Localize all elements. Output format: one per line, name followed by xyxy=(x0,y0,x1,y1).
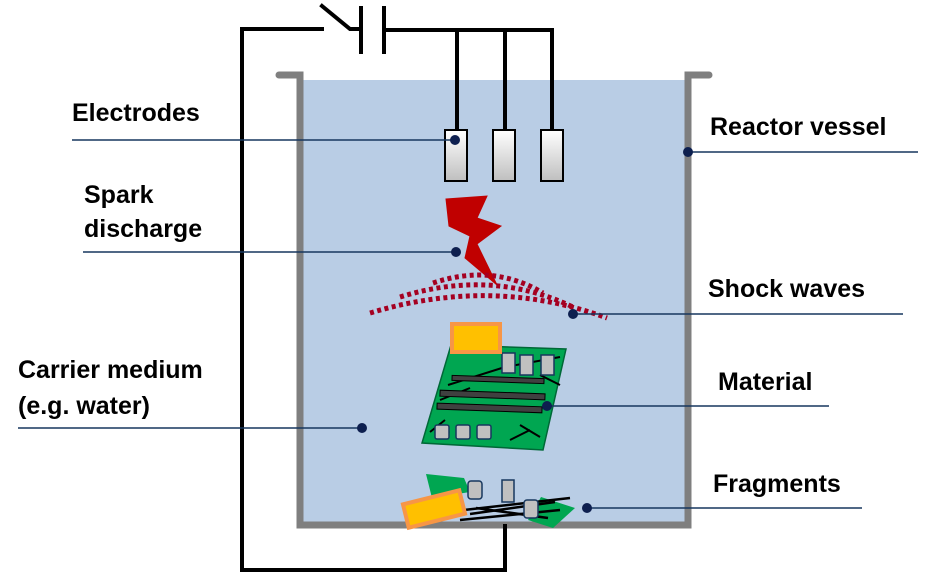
label-carrier-line2: (e.g. water) xyxy=(18,392,150,420)
label-reactor-vessel: Reactor vessel xyxy=(710,113,887,141)
circuit-wires xyxy=(240,3,554,572)
label-fragments: Fragments xyxy=(713,470,841,498)
fragments xyxy=(400,474,575,531)
shock-waves xyxy=(369,272,608,321)
chip xyxy=(450,322,502,354)
leader-lines xyxy=(18,139,918,509)
electrodes xyxy=(444,129,564,182)
label-spark-line1: Spark xyxy=(84,181,154,209)
label-electrodes: Electrodes xyxy=(72,99,200,127)
label-material: Material xyxy=(718,368,813,396)
material-circuit-board xyxy=(421,322,567,451)
reactor-vessel xyxy=(275,71,713,529)
label-carrier-line1: Carrier medium xyxy=(18,356,203,384)
electrode-right xyxy=(540,129,564,182)
spark-bolt-icon xyxy=(445,195,503,286)
label-shock-waves: Shock waves xyxy=(708,275,866,303)
electrode-left xyxy=(444,129,468,182)
label-spark-line2: discharge xyxy=(84,215,203,243)
electrode-middle xyxy=(492,129,516,182)
leader-dots xyxy=(357,135,693,513)
